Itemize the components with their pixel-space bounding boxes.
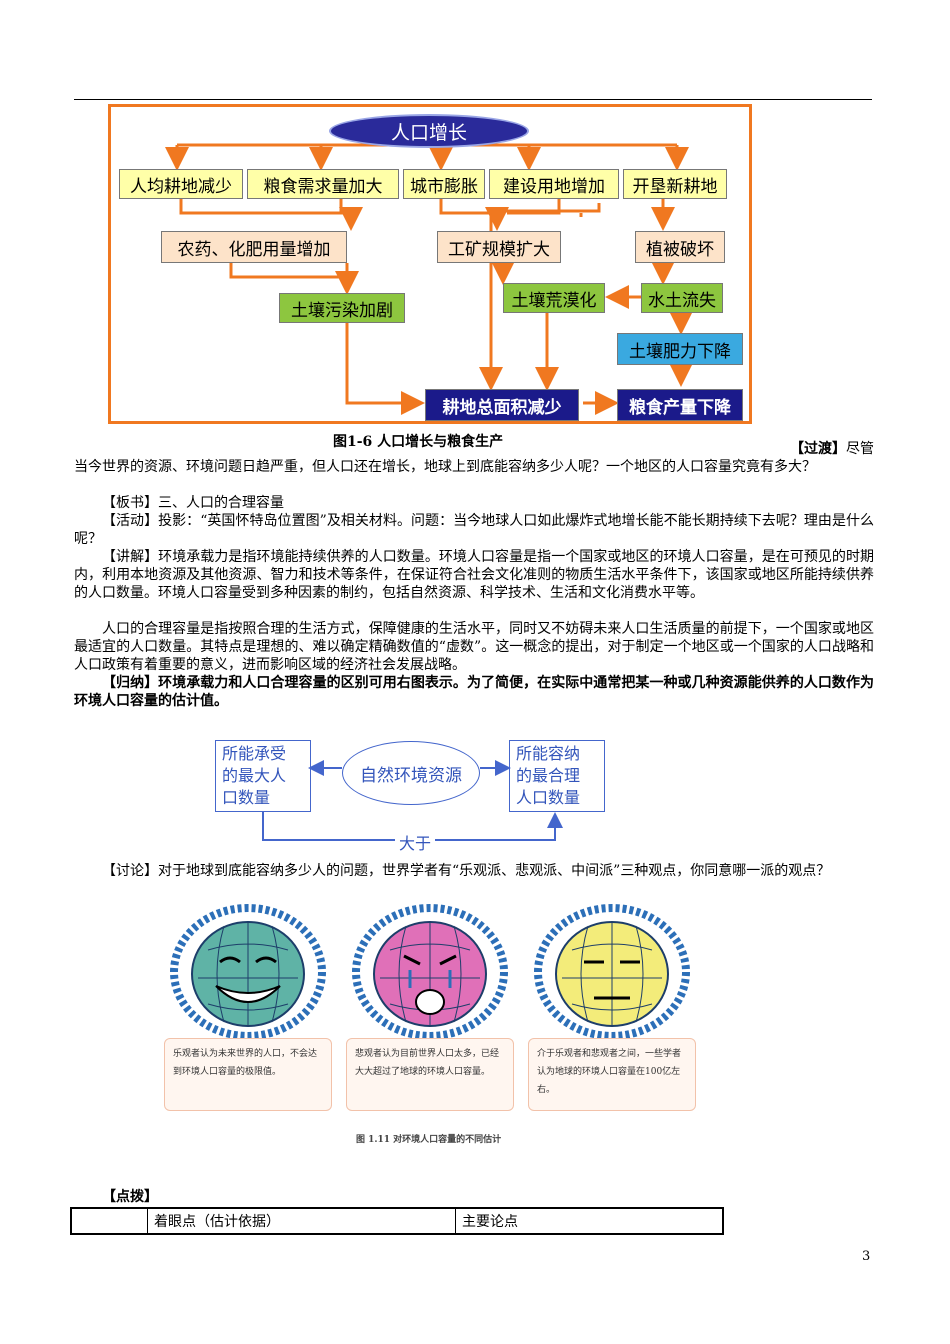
max-capacity-line-1: 所能承受 bbox=[222, 744, 287, 763]
transition-paragraph: 【过渡】尽管 当今世界的资源、环境问题日趋严重，但人口还在增长，地球上到底能容纳… bbox=[74, 440, 874, 476]
mining-box: 工矿规模扩大 bbox=[437, 231, 561, 263]
lecture-paragraph: 【讲解】环境承载力是指环境能持续供养的人口数量。环境人口容量是指一个国家或地区的… bbox=[74, 548, 874, 602]
figure-caption: 图1-6 人口增长与粮食生产 bbox=[333, 434, 504, 450]
reasonable-line-1: 所能容纳 bbox=[516, 744, 581, 763]
discuss-paragraph: 【讨论】对于地球到底能容纳多少人的问题，世界学者有“乐观派、悲观派、中间派”三种… bbox=[74, 862, 874, 880]
summary-tag: 【归纳】 bbox=[102, 675, 159, 691]
pessimist-globe bbox=[352, 904, 508, 1040]
population-views-illustration: 乐观者认为未来世界的人口，不会达到环境人口容量的极限值。 悲观者认为目前世界人口… bbox=[160, 898, 705, 1158]
header-rule bbox=[74, 99, 872, 100]
hint-heading: 【点拨】 bbox=[74, 1188, 874, 1206]
transition-body: 当今世界的资源、环境问题日趋严重，但人口还在增长，地球上到底能容纳多少人呢？一个… bbox=[74, 459, 816, 475]
capacity-comparison-diagram: 所能承受 的最大人 口数量 自然环境资源 所能容纳 的最合理 人口数量 大于 bbox=[215, 740, 617, 856]
flowchart-arrows bbox=[165, 141, 693, 415]
fertilizer-box: 农药、化肥用量增加 bbox=[161, 231, 347, 263]
illustration-caption: 图 1.11 对环境人口容量的不同估计 bbox=[356, 1135, 502, 1145]
reasonable-capacity-box: 所能容纳 的最合理 人口数量 bbox=[509, 740, 605, 812]
desertification-box: 土壤荒漠化 bbox=[503, 283, 605, 313]
vegetation-box: 植被破坏 bbox=[635, 231, 725, 263]
pessimist-card: 悲观者认为目前世界人口太多，已经大大超过了地球的环境人口容量。 bbox=[346, 1038, 514, 1111]
activity-text: 投影：“英国怀特岛位置图”及相关材料。问题：当今地球人口如此爆炸式地增长能不能长… bbox=[74, 513, 875, 547]
natural-resources-ellipse: 自然环境资源 bbox=[342, 741, 480, 805]
lecture-tag: 【讲解】 bbox=[102, 549, 159, 565]
hint-tag: 【点拨】 bbox=[102, 1189, 158, 1205]
population-growth-oval: 人口增长 bbox=[329, 114, 529, 148]
table-header-basis: 着眼点（估计依据） bbox=[148, 1209, 456, 1233]
soil-pollution-box: 土壤污染加剧 bbox=[279, 293, 405, 323]
greater-than-label: 大于 bbox=[395, 830, 436, 854]
activity-tag: 【活动】 bbox=[102, 513, 159, 529]
activity-paragraph: 【活动】投影：“英国怀特岛位置图”及相关材料。问题：当今地球人口如此爆炸式地增长… bbox=[74, 512, 874, 548]
per-capita-farmland-box: 人均耕地减少 bbox=[119, 169, 243, 199]
summary-paragraph: 【归纳】环境承载力和人口合理容量的区别可用右图表示。为了简便，在实际中通常把某一… bbox=[74, 674, 874, 710]
reasonable-line-3: 人口数量 bbox=[516, 788, 581, 807]
soil-fertility-box: 土壤肥力下降 bbox=[617, 333, 743, 365]
lecture-text: 环境承载力是指环境能持续供养的人口数量。环境人口容量是指一个国家或地区的环境人口… bbox=[74, 549, 875, 601]
farmland-decrease-box: 耕地总面积减少 bbox=[425, 389, 579, 421]
discuss-tag: 【讨论】 bbox=[102, 863, 158, 879]
neutral-card: 介于乐观者和悲观者之间，一些学者认为地球的环境人口容量在100亿左右。 bbox=[528, 1038, 696, 1111]
urban-expansion-box: 城市膨胀 bbox=[403, 169, 485, 199]
construction-land-box: 建设用地增加 bbox=[489, 169, 619, 199]
max-capacity-line-3: 口数量 bbox=[222, 788, 271, 807]
transition-lead: 尽管 bbox=[846, 441, 874, 457]
grain-decrease-box: 粮食产量下降 bbox=[617, 389, 743, 421]
max-capacity-box: 所能承受 的最大人 口数量 bbox=[215, 740, 311, 812]
transition-tag: 【过渡】 bbox=[790, 441, 846, 457]
population-grain-flowchart: 人口增长 人均耕地减少 粮食需求量加大 城市膨胀 建设用地增加 开垦新耕地 农药… bbox=[108, 104, 752, 424]
reasonable-capacity-paragraph: 人口的合理容量是指按照合理的生活方式，保障健康的生活水平，同时又不妨碍未来人口生… bbox=[74, 621, 874, 673]
grain-demand-box: 粮食需求量加大 bbox=[247, 169, 399, 199]
reasonable-line-2: 的最合理 bbox=[516, 766, 581, 785]
new-farmland-box: 开垦新耕地 bbox=[623, 169, 727, 199]
max-capacity-line-2: 的最大人 bbox=[222, 766, 287, 785]
board-paragraph: 【板书】三、人口的合理容量 bbox=[74, 494, 874, 512]
table-header-arguments: 主要论点 bbox=[462, 1214, 518, 1230]
optimist-card: 乐观者认为未来世界的人口，不会达到环境人口容量的极限值。 bbox=[164, 1038, 332, 1111]
soil-erosion-box: 水土流失 bbox=[641, 283, 723, 313]
page-number: 3 bbox=[862, 1249, 871, 1264]
board-text: 三、人口的合理容量 bbox=[158, 495, 284, 511]
table-header-blank bbox=[72, 1209, 148, 1233]
viewpoint-table: 着眼点（估计依据） 主要论点 bbox=[70, 1207, 724, 1235]
optimist-globe bbox=[170, 904, 326, 1040]
summary-text: 环境承载力和人口合理容量的区别可用右图表示。为了简便，在实际中通常把某一种或几种… bbox=[74, 675, 875, 709]
board-tag: 【板书】 bbox=[102, 495, 158, 511]
discuss-text: 对于地球到底能容纳多少人的问题，世界学者有“乐观派、悲观派、中间派”三种观点，你… bbox=[158, 863, 831, 879]
neutral-globe bbox=[534, 904, 690, 1040]
